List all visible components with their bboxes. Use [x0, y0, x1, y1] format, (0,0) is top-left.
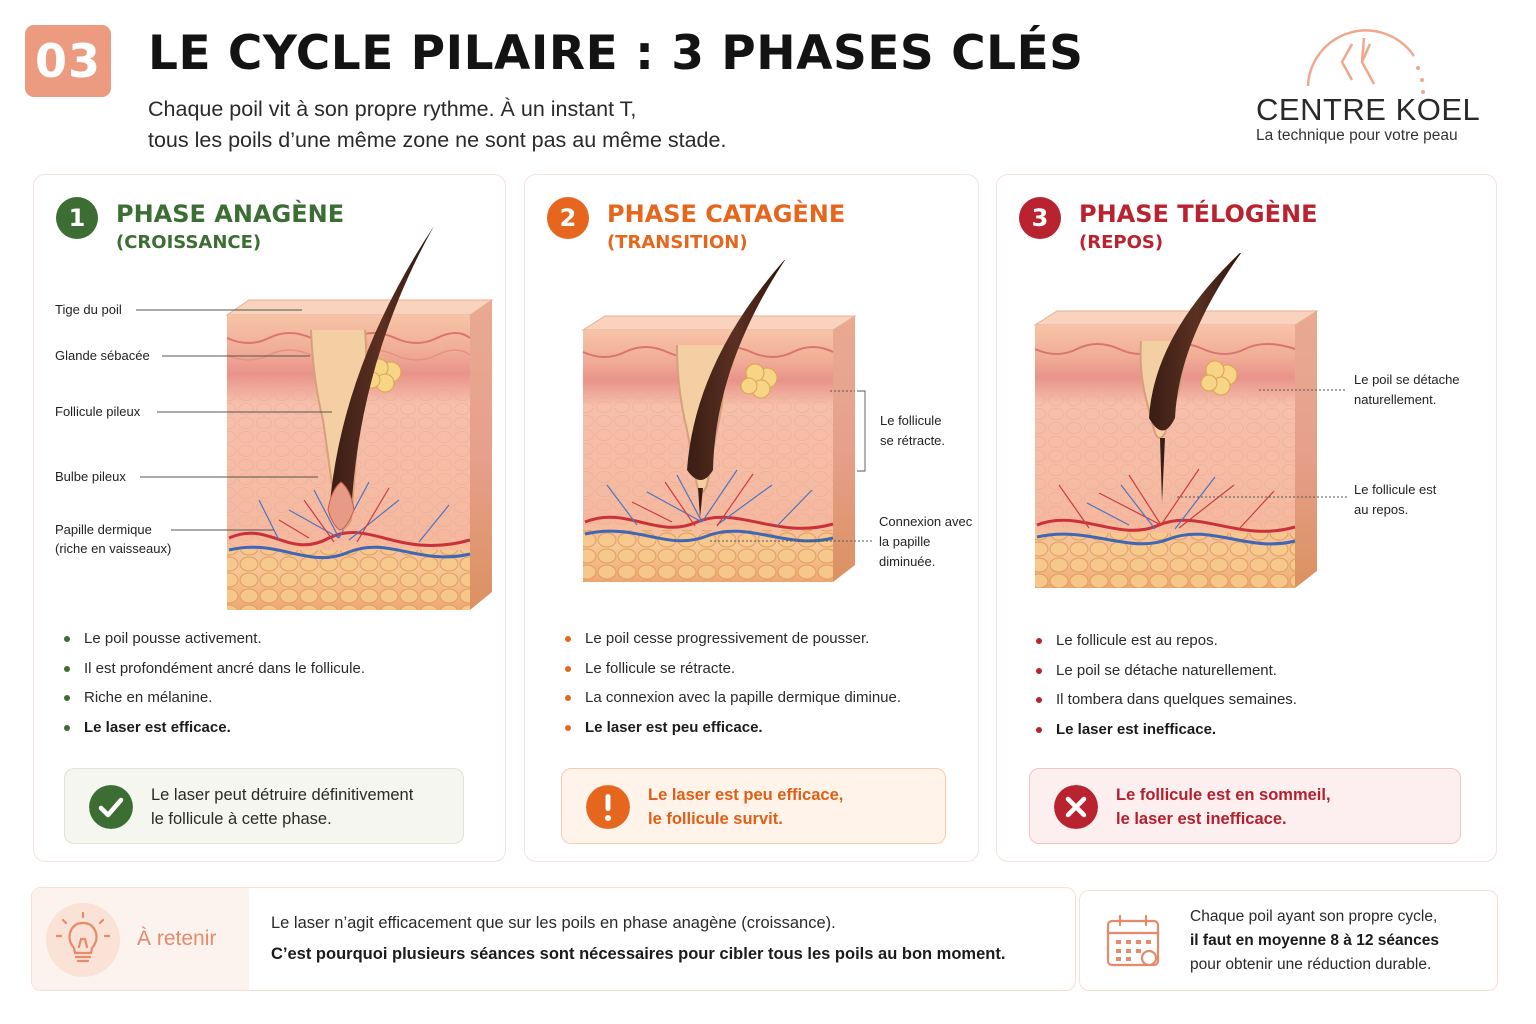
phase-card-catagen: 2 PHASE CATAGÈNE (TRANSITION) Le follicu… — [524, 174, 979, 862]
sessions-line: pour obtenir une réduction durable. — [1190, 956, 1432, 973]
label-dermal-papilla: Papille dermique — [55, 522, 152, 537]
phase-subtitle: (TRANSITION) — [607, 232, 748, 253]
phase-title: PHASE CATAGÈNE — [607, 200, 846, 228]
callout-line: Le laser peut détruire définitivement — [151, 786, 414, 804]
phase-number-badge: 2 — [547, 197, 589, 239]
cross-icon — [1054, 785, 1098, 829]
laser-callout: Le follicule est en sommeil, le laser es… — [1029, 768, 1461, 844]
lightbulb-icon — [46, 903, 120, 977]
callout-text: Le laser peut détruire définitivement le… — [151, 783, 413, 831]
brand-logo: CENTRE KOEL La technique pour votre peau — [1246, 18, 1496, 153]
label-follicle-retracts-2: se rétracte. — [880, 433, 946, 448]
label-hair-detaches-2: naturellement. — [1354, 392, 1437, 407]
label-hair-bulb: Bulbe pileux — [55, 469, 126, 484]
skin-anagen-illustration — [225, 226, 494, 610]
label-follicle-rest-2: au repos. — [1354, 502, 1409, 517]
key-takeaway-box: À retenir Le laser n’agit efficacement q… — [31, 887, 1076, 991]
list-item: Le laser est efficace. — [62, 713, 365, 743]
phase-card-anagen: 1 PHASE ANAGÈNE (CROISSANCE) Tige du poi… — [33, 174, 506, 862]
list-item: Il tombera dans quelques semaines. — [1034, 685, 1297, 715]
phase-number-badge: 1 — [56, 197, 98, 239]
laser-callout: Le laser peut détruire définitivement le… — [64, 768, 464, 844]
subtitle-line: Chaque poil vit à son propre rythme. À u… — [148, 97, 637, 121]
callout-line: Le follicule est en sommeil, — [1116, 786, 1331, 804]
label-leader-lines — [1177, 389, 1347, 498]
exclamation-icon — [586, 785, 630, 829]
label-hair-detaches: Le poil se détache — [1354, 372, 1460, 387]
callout-line: le laser est inefficace. — [1116, 810, 1287, 828]
label-leader-lines — [136, 309, 332, 531]
list-item: Le laser est inefficace. — [1034, 715, 1297, 745]
list-item: Le follicule est au repos. — [1034, 626, 1297, 656]
label-follicle-rest: Le follicule est — [1354, 482, 1437, 497]
list-item: Riche en mélanine. — [62, 683, 365, 713]
label-sebaceous-gland: Glande sébacée — [55, 348, 150, 363]
sessions-info-box: Chaque poil ayant son propre cycle, il f… — [1079, 890, 1498, 991]
phase-number-badge: 3 — [1019, 197, 1061, 239]
phase-title: PHASE ANAGÈNE — [116, 200, 345, 228]
phase-card-telogen: 3 PHASE TÉLOGÈNE (REPOS) Le poil se déta… — [996, 174, 1497, 862]
label-hair-shaft: Tige du poil — [55, 302, 122, 317]
label-dermal-papilla-note: (riche en vaisseaux) — [55, 541, 172, 556]
callout-line: Le laser est peu efficace, — [648, 786, 844, 804]
takeaway-label: À retenir — [137, 927, 217, 950]
skin-catagen-illustration — [581, 260, 857, 582]
brand-name: CENTRE KOEL — [1256, 92, 1481, 127]
phase-bullet-list: Le poil cesse progressivement de pousser… — [563, 624, 901, 742]
laser-callout: Le laser est peu efficace, le follicule … — [561, 768, 946, 844]
list-item: Il est profondément ancré dans le follic… — [62, 654, 365, 684]
list-item: Le poil pousse activement. — [62, 624, 365, 654]
phase-bullet-list: Le follicule est au repos. Le poil se dé… — [1034, 626, 1297, 744]
calendar-icon — [1106, 914, 1160, 967]
skin-telogen-illustration — [1033, 253, 1319, 588]
phase-title: PHASE TÉLOGÈNE — [1079, 200, 1318, 228]
list-item: Le follicule se rétracte. — [563, 654, 901, 684]
label-follicle-retracts: Le follicule — [880, 413, 942, 428]
check-icon — [89, 785, 133, 829]
label-leader-lines — [710, 390, 873, 542]
label-papilla-connection: Connexion avec — [879, 514, 973, 529]
callout-text: Le laser est peu efficace, le follicule … — [648, 783, 843, 831]
callout-line: le follicule survit. — [648, 810, 783, 828]
page-title: LE CYCLE PILAIRE : 3 PHASES CLÉS — [148, 26, 1084, 81]
koel-logo-icon — [1306, 29, 1425, 94]
page-subtitle: Chaque poil vit à son propre rythme. À u… — [148, 94, 726, 156]
phase-bullet-list: Le poil pousse activement. Il est profon… — [62, 624, 365, 742]
callout-text: Le follicule est en sommeil, le laser es… — [1116, 783, 1331, 831]
label-hair-follicle: Follicule pileux — [55, 404, 141, 419]
list-item: Le poil cesse progressivement de pousser… — [563, 624, 901, 654]
list-item: Le poil se détache naturellement. — [1034, 656, 1297, 686]
brand-tagline: La technique pour votre peau — [1256, 127, 1458, 144]
list-item: Le laser est peu efficace. — [563, 713, 901, 743]
section-number-badge: 03 — [25, 25, 111, 97]
label-papilla-connection-3: diminuée. — [879, 554, 936, 569]
list-item: La connexion avec la papille dermique di… — [563, 683, 901, 713]
label-papilla-connection-2: la papille — [879, 534, 931, 549]
sessions-line: Chaque poil ayant son propre cycle, — [1190, 908, 1438, 925]
phase-subtitle: (CROISSANCE) — [116, 232, 262, 253]
takeaway-line-emphasis: C’est pourquoi plusieurs séances sont né… — [271, 945, 1006, 963]
sessions-line-emphasis: il faut en moyenne 8 à 12 séances — [1190, 932, 1439, 949]
callout-line: le follicule à cette phase. — [151, 810, 332, 828]
phase-subtitle: (REPOS) — [1079, 232, 1164, 253]
takeaway-line: Le laser n’agit efficacement que sur les… — [271, 914, 836, 932]
subtitle-line: tous les poils d’une même zone ne sont p… — [148, 128, 727, 152]
